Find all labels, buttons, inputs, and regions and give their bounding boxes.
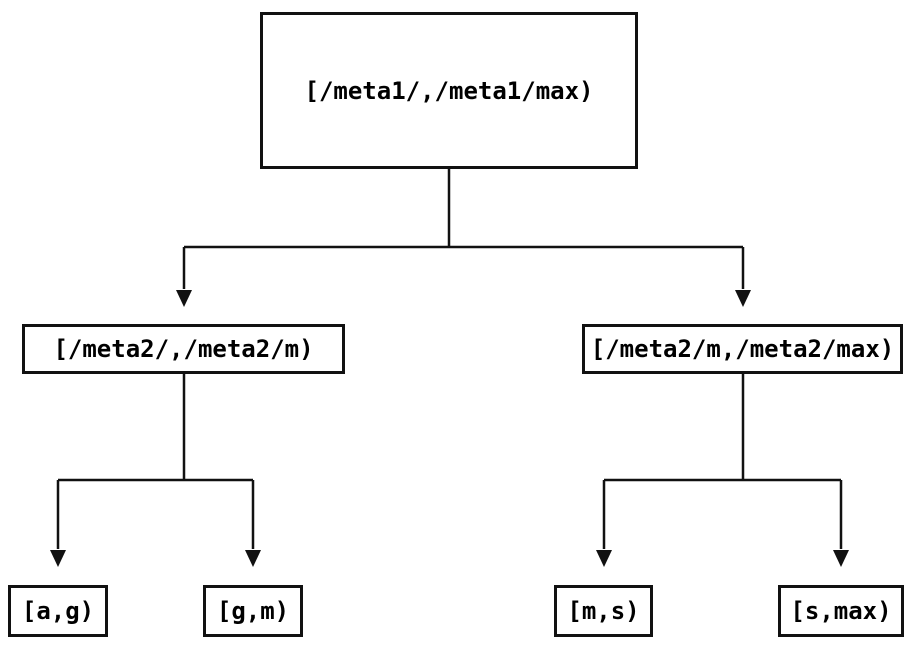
tree-node-leaf-gm: [g,m) <box>203 585 303 637</box>
tree-node-root-label: [/meta1/,/meta1/max) <box>304 76 594 105</box>
tree-node-leaf-smax: [s,max) <box>778 585 904 637</box>
tree-node-leaf-ms-label: [m,s) <box>567 597 640 625</box>
tree-node-mid-right: [/meta2/m,/meta2/max) <box>582 324 903 374</box>
tree-node-leaf-smax-label: [s,max) <box>790 597 892 625</box>
arrowhead-icon <box>735 290 751 307</box>
tree-node-leaf-gm-label: [g,m) <box>216 597 290 625</box>
arrowhead-icon <box>50 550 66 567</box>
arrowhead-icon <box>176 290 192 307</box>
tree-node-leaf-ms: [m,s) <box>554 585 653 637</box>
tree-node-leaf-ag: [a,g) <box>8 585 108 637</box>
arrowhead-icon <box>245 550 261 567</box>
tree-node-mid-right-label: [/meta2/m,/meta2/max) <box>590 335 895 363</box>
tree-node-root: [/meta1/,/meta1/max) <box>260 12 638 169</box>
arrowhead-icon <box>833 550 849 567</box>
tree-node-mid-left-label: [/meta2/,/meta2/m) <box>53 335 314 363</box>
tree-node-leaf-ag-label: [a,g) <box>21 597 95 625</box>
tree-node-mid-left: [/meta2/,/meta2/m) <box>22 324 345 374</box>
arrowhead-icon <box>596 550 612 567</box>
